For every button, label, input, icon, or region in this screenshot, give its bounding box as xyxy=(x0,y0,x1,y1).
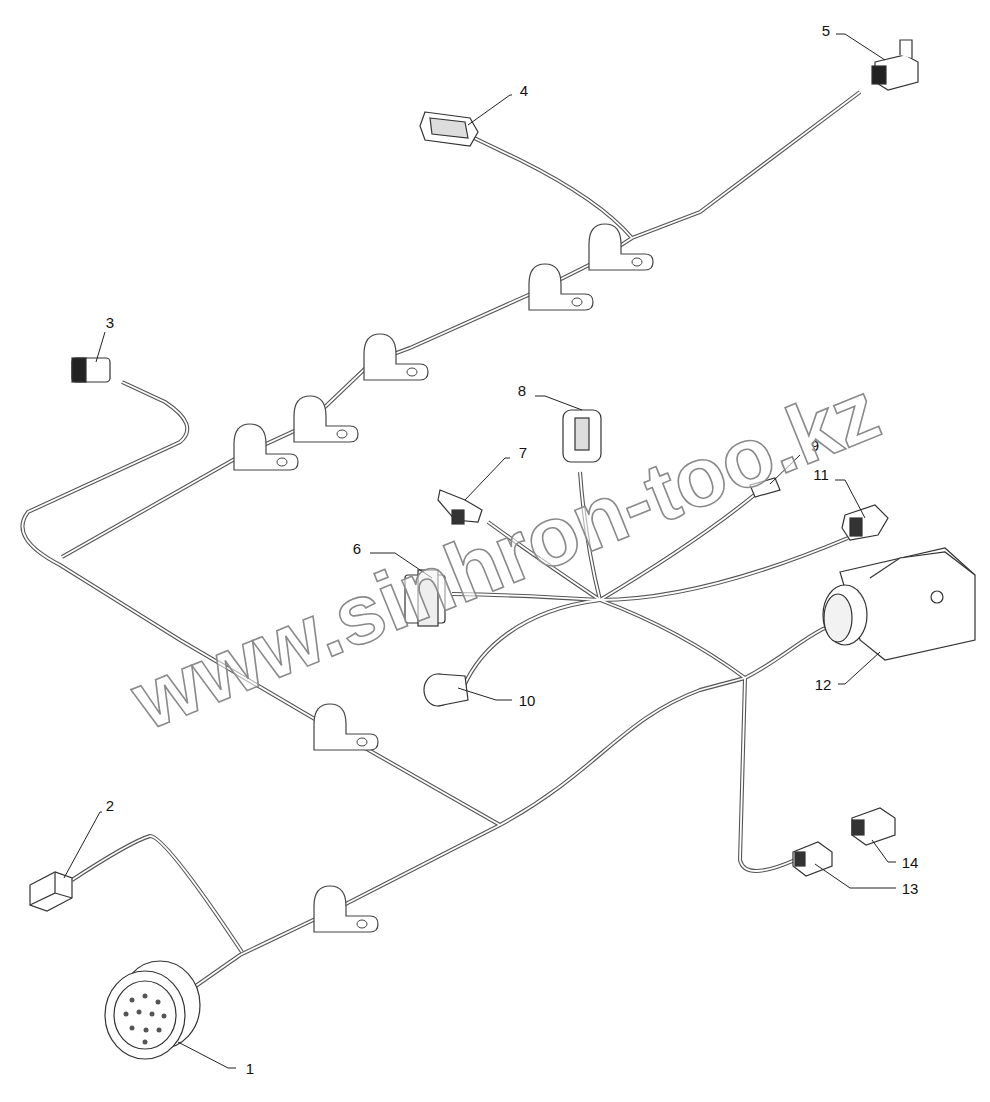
callout-number: 10 xyxy=(519,693,536,708)
callout-number: 3 xyxy=(106,315,114,330)
callout-number: 14 xyxy=(902,855,919,870)
callout-number: 1 xyxy=(246,1061,254,1076)
callout-number: 5 xyxy=(822,23,830,38)
callout-number: 4 xyxy=(520,83,528,98)
watermark: www.sinhron-too.kz xyxy=(121,367,889,743)
callout-number: 12 xyxy=(815,677,832,692)
callout-number: 13 xyxy=(902,881,919,896)
callout-number: 2 xyxy=(106,798,114,813)
callout-number: 8 xyxy=(518,383,526,398)
callout-number: 7 xyxy=(519,445,527,460)
callout-number: 6 xyxy=(353,541,361,556)
